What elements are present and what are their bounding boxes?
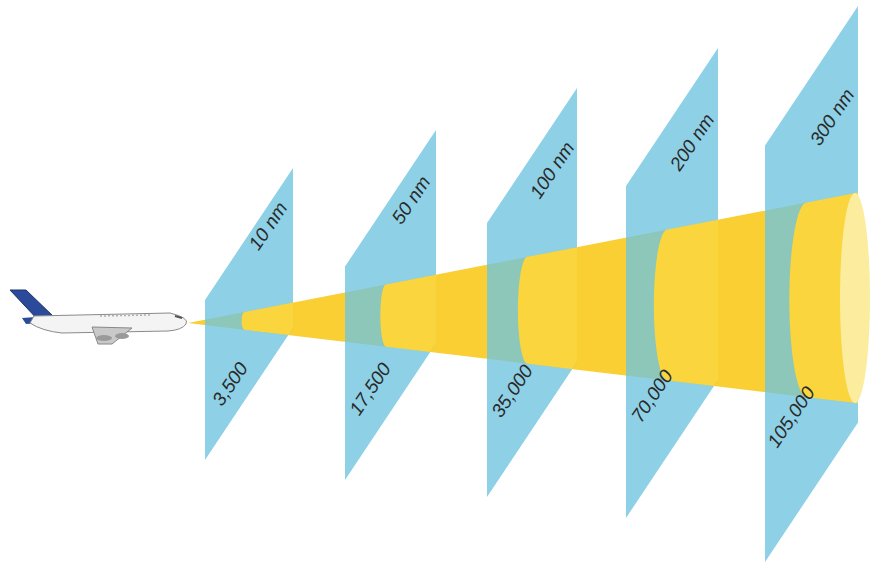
windows bbox=[100, 315, 150, 316]
cone-slice bbox=[518, 247, 577, 369]
cone-slice bbox=[380, 275, 436, 353]
plane-shape bbox=[626, 48, 718, 518]
range-plane: 100 nm35,000 bbox=[487, 88, 577, 497]
plane-shape bbox=[345, 130, 436, 480]
plane-shape bbox=[205, 168, 293, 460]
cone-slice bbox=[789, 192, 858, 403]
range-plane: 300 nm105,000 bbox=[765, 6, 858, 562]
engine bbox=[115, 333, 129, 339]
range-plane: 10 nm3,500 bbox=[205, 168, 293, 460]
cockpit bbox=[175, 316, 182, 318]
plane-shape bbox=[487, 88, 577, 497]
plane-shape bbox=[765, 6, 858, 562]
range-plane: 50 nm17,500 bbox=[345, 130, 436, 480]
cone-slice bbox=[654, 220, 718, 387]
cone-slice bbox=[242, 303, 293, 336]
engine bbox=[96, 335, 112, 341]
wing bbox=[92, 327, 132, 344]
range-plane: 200 nm70,000 bbox=[626, 48, 718, 518]
airplane-illustration bbox=[10, 290, 187, 344]
